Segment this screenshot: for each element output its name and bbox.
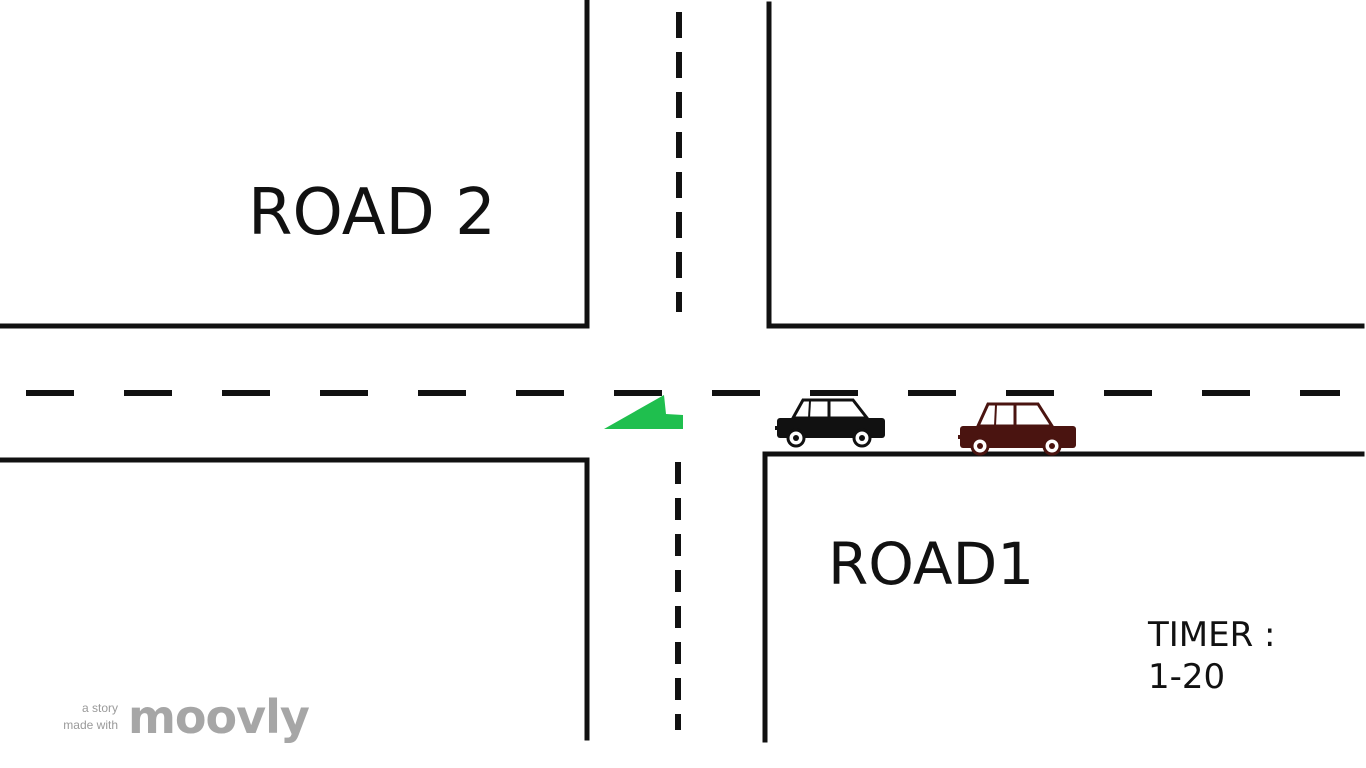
watermark-line-1: a story — [81, 701, 118, 715]
timer-label: TIMER : — [1148, 615, 1276, 655]
road-edges — [0, 0, 1365, 743]
vertical-lane-divider — [675, 12, 682, 730]
green-signal-arrow-icon — [604, 395, 683, 429]
timer-display: TIMER : 1-20 — [1148, 614, 1276, 698]
moovly-watermark: a story made with moovly — [40, 690, 320, 752]
bottom-right-curb — [762, 451, 1365, 743]
watermark-caption: a story made with — [40, 700, 118, 734]
watermark-line-2: made with — [63, 718, 118, 732]
moovly-logo: moovly — [128, 690, 310, 744]
black-car-icon — [775, 398, 885, 448]
bottom-left-curb — [0, 457, 590, 741]
top-right-curb — [766, 1, 1365, 329]
top-left-curb — [0, 0, 590, 329]
maroon-car-icon — [958, 402, 1076, 456]
road-1-label: ROAD1 — [828, 530, 1035, 598]
road-2-label: ROAD 2 — [248, 176, 496, 250]
timer-value: 1-20 — [1148, 657, 1226, 697]
